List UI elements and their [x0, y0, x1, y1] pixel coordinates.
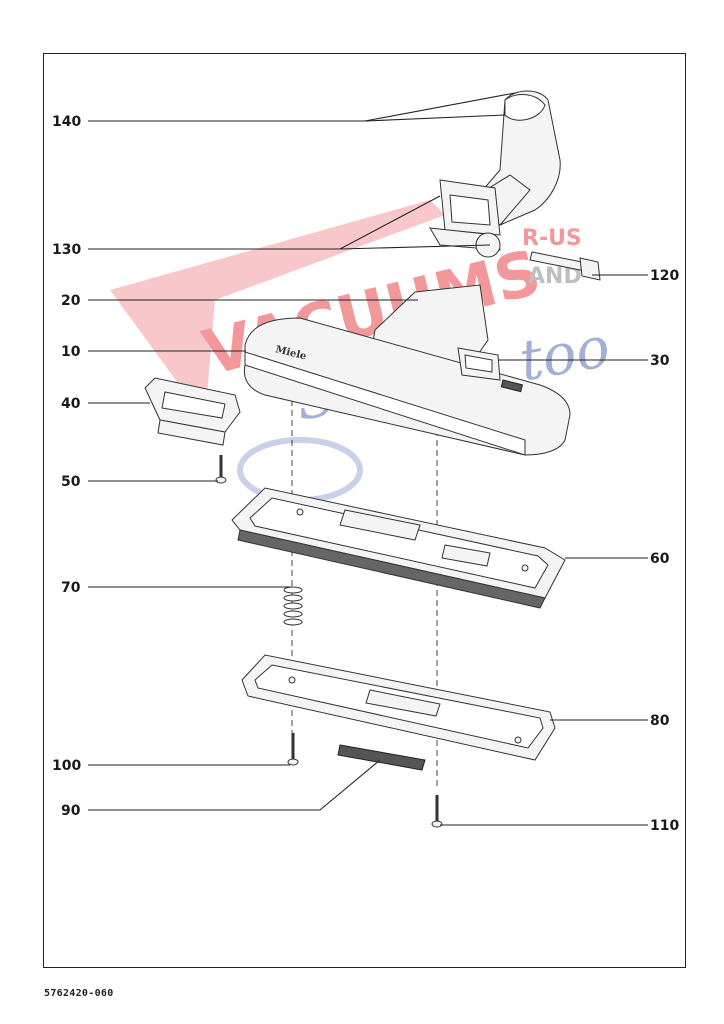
part-70-spring [283, 586, 303, 626]
label-10: 10 [61, 344, 81, 360]
part-110-screw [431, 795, 443, 828]
part-80-base-plate [241, 654, 556, 761]
housing-badge [500, 379, 524, 393]
document-number: 5762420-060 [44, 988, 114, 999]
leader-140-b [364, 114, 506, 122]
label-40: 40 [61, 396, 81, 412]
watermark-r-us-text: R-US [522, 226, 582, 251]
part-60-brush-plate [231, 487, 566, 609]
label-60: 60 [650, 551, 670, 567]
part-30-slider [457, 347, 501, 381]
part-90-brush-strip [337, 744, 426, 771]
label-30: 30 [650, 353, 670, 369]
label-100: 100 [52, 758, 81, 774]
part-100-screw [287, 733, 299, 766]
part-130-swivel-joint [429, 179, 501, 258]
label-50: 50 [61, 474, 81, 490]
label-80: 80 [650, 713, 670, 729]
part-10-nozzle-housing: Miele [243, 317, 571, 456]
label-130: 130 [52, 242, 81, 258]
label-120: 120 [650, 268, 679, 284]
label-90: 90 [61, 803, 81, 819]
leader-90 [88, 759, 381, 811]
part-50-screw [215, 455, 227, 484]
label-140: 140 [52, 114, 81, 130]
labels-left: 140 130 20 10 40 50 70 100 90 [52, 114, 81, 819]
part-40-connector-plate [144, 377, 241, 446]
leader-lines [88, 92, 648, 826]
watermark-v-shape [110, 200, 445, 420]
label-20: 20 [61, 293, 81, 309]
label-70: 70 [61, 580, 81, 596]
leader-130-b [339, 244, 491, 250]
label-110: 110 [650, 818, 679, 834]
watermark-swirl [237, 437, 363, 503]
diagram-frame [43, 53, 686, 968]
labels-right: 120 30 60 80 110 [650, 268, 679, 834]
